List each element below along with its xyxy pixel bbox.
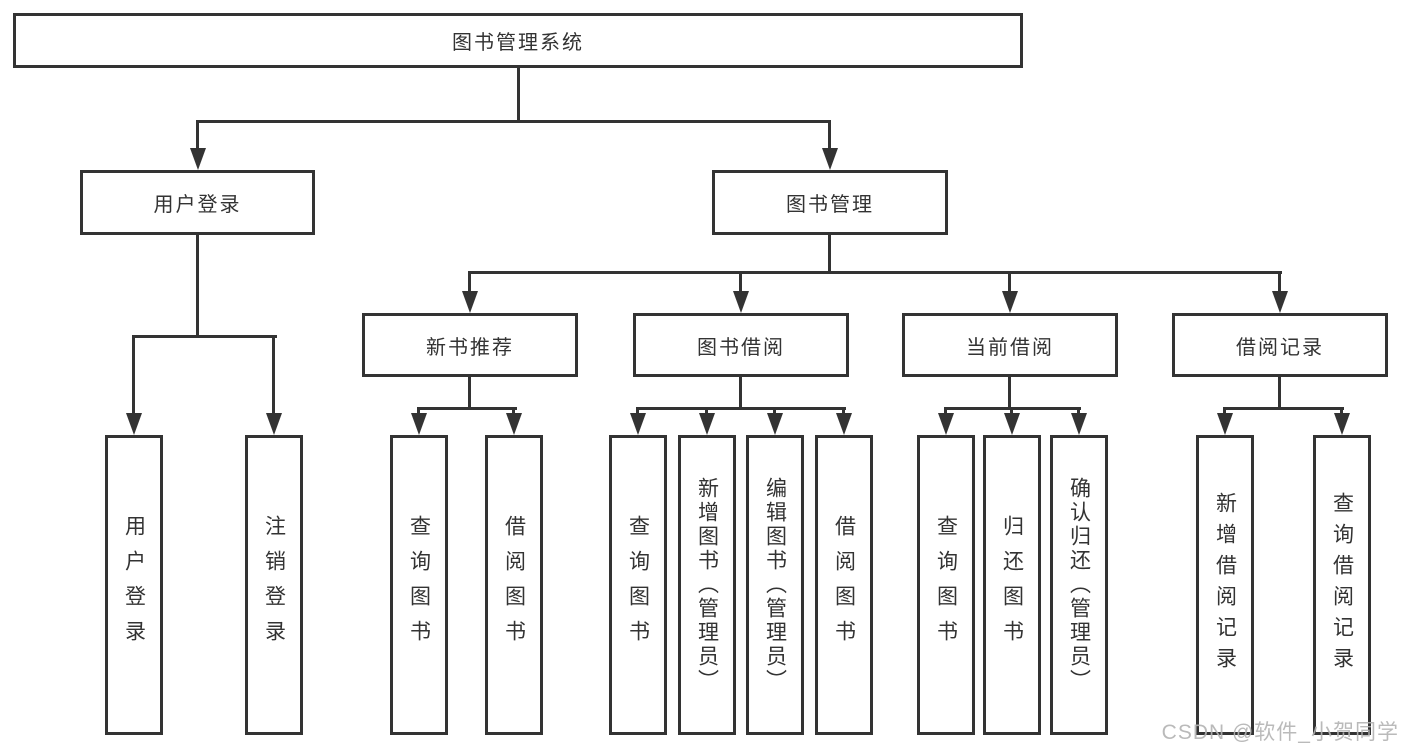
line xyxy=(1278,377,1281,409)
node-label: 借阅记录 xyxy=(1236,336,1324,359)
line xyxy=(1223,407,1226,415)
arrowhead-icon xyxy=(822,148,838,170)
node-label: 查询图书 xyxy=(934,515,958,655)
node-book-management: 图书管理 xyxy=(712,170,948,235)
node-leaf-user-login: 用户登录 xyxy=(105,435,163,735)
node-label: 归还图书 xyxy=(1000,515,1024,655)
node-label: 注销登录 xyxy=(262,515,286,655)
arrowhead-icon xyxy=(630,413,646,435)
arrowhead-icon xyxy=(1272,291,1288,313)
arrowhead-icon xyxy=(506,413,522,435)
node-label: 图书管理 xyxy=(786,194,874,216)
arrowhead-icon xyxy=(699,413,715,435)
arrowhead-icon xyxy=(1217,413,1233,435)
line xyxy=(739,377,742,409)
arrowhead-icon xyxy=(733,291,749,313)
node-current-borrowing: 当前借阅 xyxy=(902,313,1118,377)
line xyxy=(196,235,199,337)
arrowhead-icon xyxy=(1071,413,1087,435)
node-leaf-add-books-admin: 新增图书（管理员） xyxy=(678,435,736,735)
node-leaf-query-books-3: 查询图书 xyxy=(917,435,975,735)
node-label: 查询图书 xyxy=(626,515,650,655)
arrowhead-icon xyxy=(126,413,142,435)
line xyxy=(1340,407,1343,415)
line xyxy=(636,407,639,415)
arrowhead-icon xyxy=(938,413,954,435)
line xyxy=(944,407,947,415)
node-label: 当前借阅 xyxy=(966,336,1054,359)
line xyxy=(197,120,831,123)
csdn-watermark: CSDN @软件_小贺同学 xyxy=(1161,721,1399,744)
node-label: 新书推荐 xyxy=(426,336,514,359)
node-leaf-edit-books-admin: 编辑图书（管理员） xyxy=(746,435,804,735)
node-leaf-return-books: 归还图书 xyxy=(983,435,1041,735)
line xyxy=(828,120,831,150)
node-user-login: 用户登录 xyxy=(80,170,315,235)
line xyxy=(828,235,831,273)
line xyxy=(517,68,520,120)
node-leaf-confirm-return-admin: 确认归还（管理员） xyxy=(1050,435,1108,735)
node-new-book-recommendation: 新书推荐 xyxy=(362,313,578,377)
node-label: 图书管理系统 xyxy=(452,32,584,54)
line xyxy=(773,407,776,415)
node-leaf-logout: 注销登录 xyxy=(245,435,303,735)
line xyxy=(418,407,517,410)
line xyxy=(196,120,199,150)
line xyxy=(512,407,515,415)
arrowhead-icon xyxy=(190,148,206,170)
node-label: 查询图书 xyxy=(407,515,431,655)
line xyxy=(1008,271,1011,293)
line xyxy=(133,335,277,338)
node-label: 编辑图书（管理员） xyxy=(763,477,787,693)
arrowhead-icon xyxy=(462,291,478,313)
node-leaf-borrow-books-1: 借阅图书 xyxy=(485,435,543,735)
arrowhead-icon xyxy=(1004,413,1020,435)
line xyxy=(705,407,708,415)
line xyxy=(272,335,275,415)
line xyxy=(132,335,135,415)
node-label: 用户登录 xyxy=(122,515,146,655)
arrowhead-icon xyxy=(266,413,282,435)
node-leaf-add-borrow-record: 新增借阅记录 xyxy=(1196,435,1254,735)
node-leaf-query-borrow-record: 查询借阅记录 xyxy=(1313,435,1371,735)
node-label: 图书借阅 xyxy=(697,336,785,359)
line xyxy=(417,407,420,415)
line xyxy=(1223,407,1344,410)
node-label: 用户登录 xyxy=(153,194,242,216)
node-label: 新增借阅记录 xyxy=(1213,492,1237,678)
node-label: 新增图书（管理员） xyxy=(695,477,719,693)
line xyxy=(636,407,846,410)
line xyxy=(468,271,471,293)
node-label: 查询借阅记录 xyxy=(1330,492,1354,678)
line xyxy=(739,271,742,293)
line xyxy=(468,377,471,409)
node-library-management-system: 图书管理系统 xyxy=(13,13,1023,68)
node-label: 借阅图书 xyxy=(502,515,526,655)
line xyxy=(842,407,845,415)
node-leaf-query-books-1: 查询图书 xyxy=(390,435,448,735)
line xyxy=(469,271,1282,274)
node-leaf-query-books-2: 查询图书 xyxy=(609,435,667,735)
arrowhead-icon xyxy=(411,413,427,435)
node-book-borrowing: 图书借阅 xyxy=(633,313,849,377)
node-leaf-borrow-books-2: 借阅图书 xyxy=(815,435,873,735)
line xyxy=(1008,377,1011,409)
arrowhead-icon xyxy=(836,413,852,435)
line xyxy=(1278,271,1281,293)
arrowhead-icon xyxy=(767,413,783,435)
node-borrowing-records: 借阅记录 xyxy=(1172,313,1388,377)
arrowhead-icon xyxy=(1002,291,1018,313)
arrowhead-icon xyxy=(1334,413,1350,435)
line xyxy=(1010,407,1013,415)
node-label: 借阅图书 xyxy=(832,515,856,655)
node-label: 确认归还（管理员） xyxy=(1067,477,1091,693)
line xyxy=(1077,407,1080,415)
